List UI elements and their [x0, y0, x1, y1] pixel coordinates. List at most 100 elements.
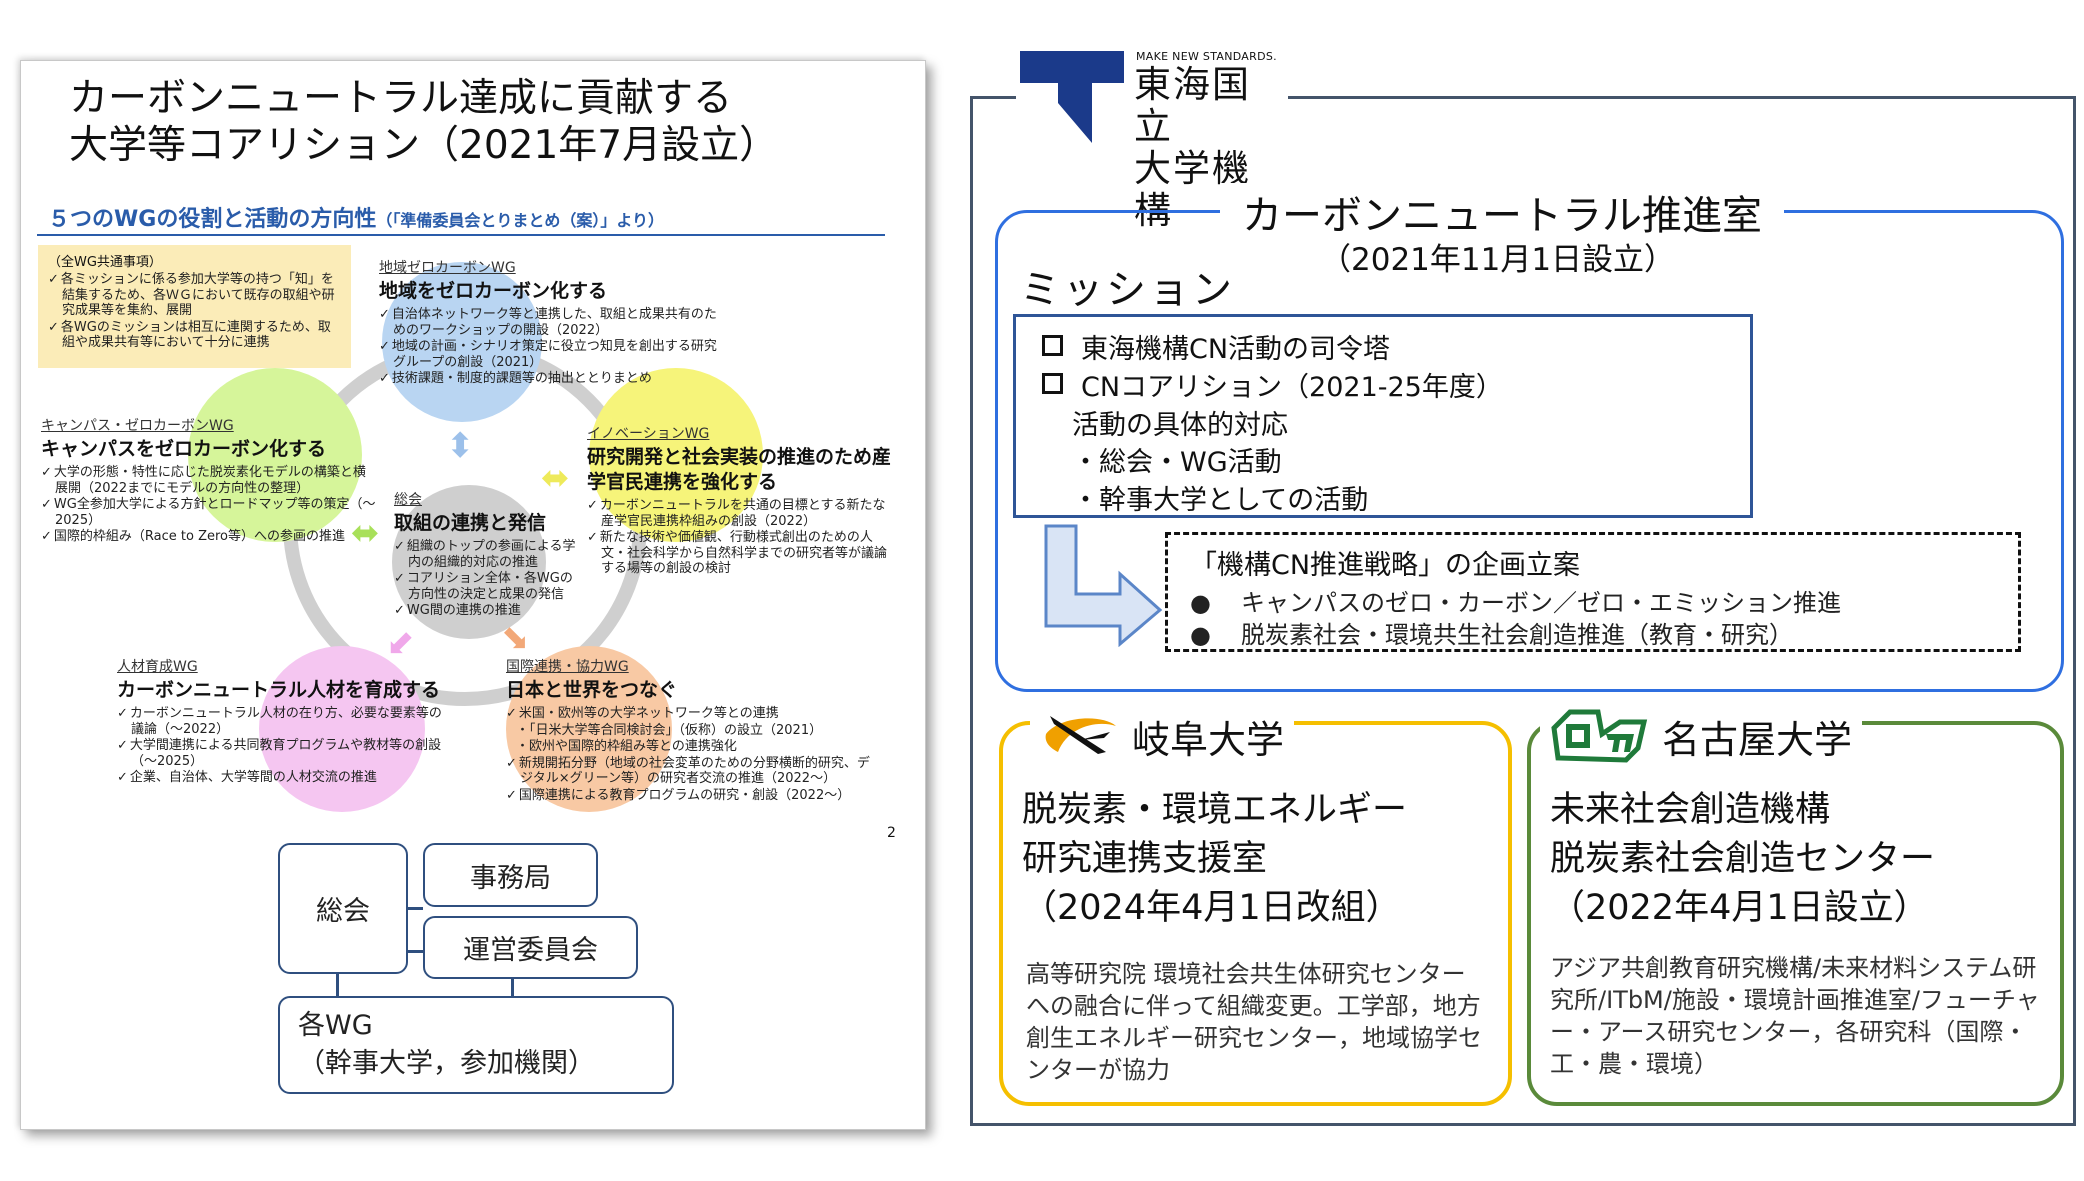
org-wg: 各WG （幹事大学，参加機関）	[278, 996, 674, 1094]
slide-title: カーボンニュートラル達成に貢献する 大学等コアリション（2021年7月設立）	[69, 75, 778, 169]
mission-item-text: CNコアリション（2021-25年度）	[1081, 372, 1503, 403]
bullet-item: 各WGのミッションは相互に連関するため、取組や成果共有等において十分に連携	[48, 320, 343, 351]
bullet-item: 組織のトップの参画による学内の組織的対応の推進	[394, 539, 579, 570]
strategy-item: ● キャンパスのゼロ・カーボン／ゼロ・エミッション推進	[1190, 583, 1841, 618]
strategy-item-text: 脱炭素社会・環境共生社会創造推進（教育・研究）	[1240, 621, 1793, 649]
tokai-logo: MAKE NEW STANDARDS. 東海国立 大学機構	[1016, 48, 1288, 232]
bullet-icon: ●	[1190, 621, 1211, 649]
bullet-item: WG全参加大学による方針とロードマップ等の策定（～2025）	[41, 497, 376, 528]
title-line: 研究連携支援室	[1022, 839, 1268, 879]
mission-sub-item: ・総会・WG活動	[1072, 447, 1282, 478]
square-bullet-icon	[1042, 335, 1063, 356]
tokai-t-logo-icon	[1020, 51, 1124, 143]
bullet-item: 大学の形態・特性に応じた脱炭素化モデルの構築と横展開（2022までにモデルの方向…	[41, 465, 376, 496]
title-line: 未来社会創造機構	[1550, 790, 1831, 830]
common-bullets: 各ミッションに係る参加大学等の持つ「知」を結集するため、各ＷＧにおいて既存の取組…	[48, 272, 343, 351]
logo-tagline: MAKE NEW STANDARDS.	[1136, 50, 1277, 63]
double-arrow-icon: ⬌	[541, 458, 570, 498]
cn-office-title: カーボンニュートラル推進室	[1220, 183, 1784, 241]
bullet-item: 大学間連携による共同教育プログラムや教材等の創設（～2025）	[117, 738, 447, 769]
double-arrow-icon: ⬋	[386, 623, 415, 663]
bullet-item: ・「日米大学等合同検討会」（仮称）の設立（2021）	[516, 722, 823, 738]
bullet-item: カーボンニュートラルを共通の目標とする新たな産学官民連携枠組みの創設（2022）	[587, 498, 897, 529]
wg-title: 研究開発と社会実装の推進のため産学官民連携を強化する	[587, 446, 892, 493]
bullet-item: コアリション全体・各WGの方向性の決定と成果の発信	[394, 571, 579, 602]
gifu-header: 岐阜大学	[1030, 706, 1295, 766]
common-heading: （全WG共通事項）	[48, 255, 162, 270]
wg-title: キャンパスをゼロカーボン化する	[41, 438, 327, 460]
bullet-item: 企業、自治体、大学等間の人材交流の推進	[117, 770, 447, 786]
wg-bullets: 大学の形態・特性に応じた脱炭素化モデルの構築と横展開（2022までにモデルの方向…	[41, 465, 376, 545]
wg-title: 日本と世界をつなぐ	[506, 679, 678, 701]
title-line: 脱炭素・環境エネルギー	[1022, 790, 1408, 830]
double-arrow-icon: ⬊	[501, 618, 530, 658]
strategy-title: 「機構CN推進戦略」の企画立案	[1190, 550, 1581, 581]
wg-label: 総会	[394, 492, 422, 508]
connector	[408, 907, 423, 910]
square-bullet-icon	[1042, 373, 1063, 394]
wg-label: 人材育成WG	[117, 659, 198, 675]
mission-item: 東海機構CN活動の司令塔	[1042, 327, 1390, 366]
nagoya-logo-icon	[1551, 709, 1648, 763]
nagoya-title: 未来社会創造機構 脱炭素社会創造センター （2022年4月1日設立）	[1550, 786, 1935, 933]
gifu-name: 岐阜大学	[1132, 717, 1285, 762]
bullet-item: 国際的枠組み（Race to Zero等）への参画の推進	[41, 529, 376, 545]
gifu-title: 脱炭素・環境エネルギー 研究連携支援室 （2024年4月1日改組）	[1022, 786, 1407, 933]
bullet-item: 自治体ネットワーク等と連携した、取組と成果共有のためのワークショップの開設（20…	[379, 307, 729, 338]
connector	[408, 950, 423, 953]
wg-bullets: カーボンニュートラルを共通の目標とする新たな産学官民連携枠組みの創設（2022）…	[587, 498, 897, 577]
divider	[37, 234, 885, 236]
wg-bullets: 組織のトップの参画による学内の組織的対応の推進コアリション全体・各WGの方向性の…	[394, 539, 579, 619]
nagoya-header: 名古屋大学	[1540, 706, 1863, 766]
wg-innovation: イノベーションWG 研究開発と社会実装の推進のため産学官民連携を強化する カーボ…	[587, 423, 897, 578]
bullet-item: 技術課題・制度的課題等の抽出ととりまとめ	[379, 371, 729, 387]
title-line: 脱炭素社会創造センター	[1550, 839, 1936, 879]
org-wg-members: （幹事大学，参加機関）	[298, 1048, 595, 1079]
wg-international: 国際連携・協力WG 日本と世界をつなぐ 米国・欧州等の大学ネットワーク等との連携…	[506, 656, 871, 804]
bullet-item: ・欧州や国際的枠組み等との連携強化	[516, 739, 737, 754]
wg-general: 総会 取組の連携と発信 組織のトップの参画による学内の組織的対応の推進コアリショ…	[394, 489, 579, 620]
org-steering-committee: 運営委員会	[423, 916, 638, 979]
common-items-box: （全WG共通事項） 各ミッションに係る参加大学等の持つ「知」を結集するため、各Ｗ…	[38, 245, 351, 368]
connector	[511, 978, 514, 997]
wg-label: キャンパス・ゼロカーボンWG	[41, 418, 234, 434]
wg-regional: 地域ゼロカーボンWG 地域をゼロカーボン化する 自治体ネットワーク等と連携した、…	[379, 257, 729, 388]
bullet-item: カーボンニュートラル人材の在り方、必要な要素等の議論（～2022）	[117, 706, 447, 737]
gifu-logo-icon	[1045, 716, 1116, 754]
bullet-item: 各ミッションに係る参加大学等の持つ「知」を結集するため、各ＷＧにおいて既存の取組…	[48, 272, 343, 319]
subtitle-note: （「準備委員会とりまとめ（案）」より）	[376, 211, 665, 230]
wg-title: 取組の連携と発信	[394, 512, 547, 534]
cn-office-date: （2021年11月1日設立）	[1320, 242, 1676, 278]
wg-bullets: カーボンニュートラル人材の在り方、必要な要素等の議論（～2022）大学間連携によ…	[117, 706, 447, 786]
connector	[336, 973, 339, 997]
wg-title: 地域をゼロカーボン化する	[379, 280, 608, 302]
slide-subtitle: ５つのWGの役割と活動の方向性（「準備委員会とりまとめ（案）」より）	[48, 201, 664, 233]
bullet-item: 米国・欧州等の大学ネットワーク等との連携	[506, 706, 871, 722]
mission-sub-item: ・幹事大学としての活動	[1072, 485, 1369, 516]
bullet-item: 新規開拓分野（地域の社会変革のための分野横断的研究、デジタル×グリーン等）の研究…	[506, 756, 871, 787]
strategy-item-text: キャンパスのゼロ・カーボン／ゼロ・エミッション推進	[1240, 589, 1841, 617]
title-line: （2022年4月1日設立）	[1550, 888, 1929, 928]
nagoya-name: 名古屋大学	[1662, 717, 1853, 762]
wg-talent: 人材育成WG カーボンニュートラル人材を育成する カーボンニュートラル人材の在り…	[117, 656, 447, 787]
mission-item: CNコアリション（2021-25年度）	[1042, 365, 1503, 404]
wg-campus: キャンパス・ゼロカーボンWG キャンパスをゼロカーボン化する 大学の形態・特性に…	[41, 415, 376, 546]
wg-title: カーボンニュートラル人材を育成する	[117, 679, 441, 701]
bullet-icon: ●	[1190, 589, 1211, 617]
org-secretariat: 事務局	[423, 843, 598, 907]
mission-box: 東海機構CN活動の司令塔 CNコアリション（2021-25年度） 活動の具体的対…	[1013, 314, 1753, 518]
logo-line: 東海国立	[1134, 63, 1251, 148]
wg-bullets: 米国・欧州等の大学ネットワーク等との連携・「日米大学等合同検討会」（仮称）の設立…	[506, 706, 871, 803]
wg-label: 国際連携・協力WG	[506, 659, 629, 675]
mission-item-text: 東海機構CN活動の司令塔	[1081, 334, 1391, 365]
bullet-item: 地域の計画・シナリオ策定に役立つ知見を創出する研究グループの創設（2021）	[379, 339, 729, 370]
strategy-item: ● 脱炭素社会・環境共生社会創造推進（教育・研究）	[1190, 615, 1793, 650]
wg-label: イノベーションWG	[587, 426, 710, 442]
mission-sub-heading: 活動の具体的対応	[1072, 410, 1288, 441]
tokai-panel	[970, 96, 2076, 1126]
double-arrow-icon: ⬍	[446, 426, 475, 466]
mission-label: ミッション	[1020, 267, 1235, 313]
title-line: （2024年4月1日改組）	[1022, 888, 1401, 928]
nagoya-description: アジア共創教育研究機構/未来材料システム研究所/ITbM/施設・環境計画推進室/…	[1550, 954, 2040, 1078]
org-wg-title: 各WG	[298, 1010, 373, 1041]
